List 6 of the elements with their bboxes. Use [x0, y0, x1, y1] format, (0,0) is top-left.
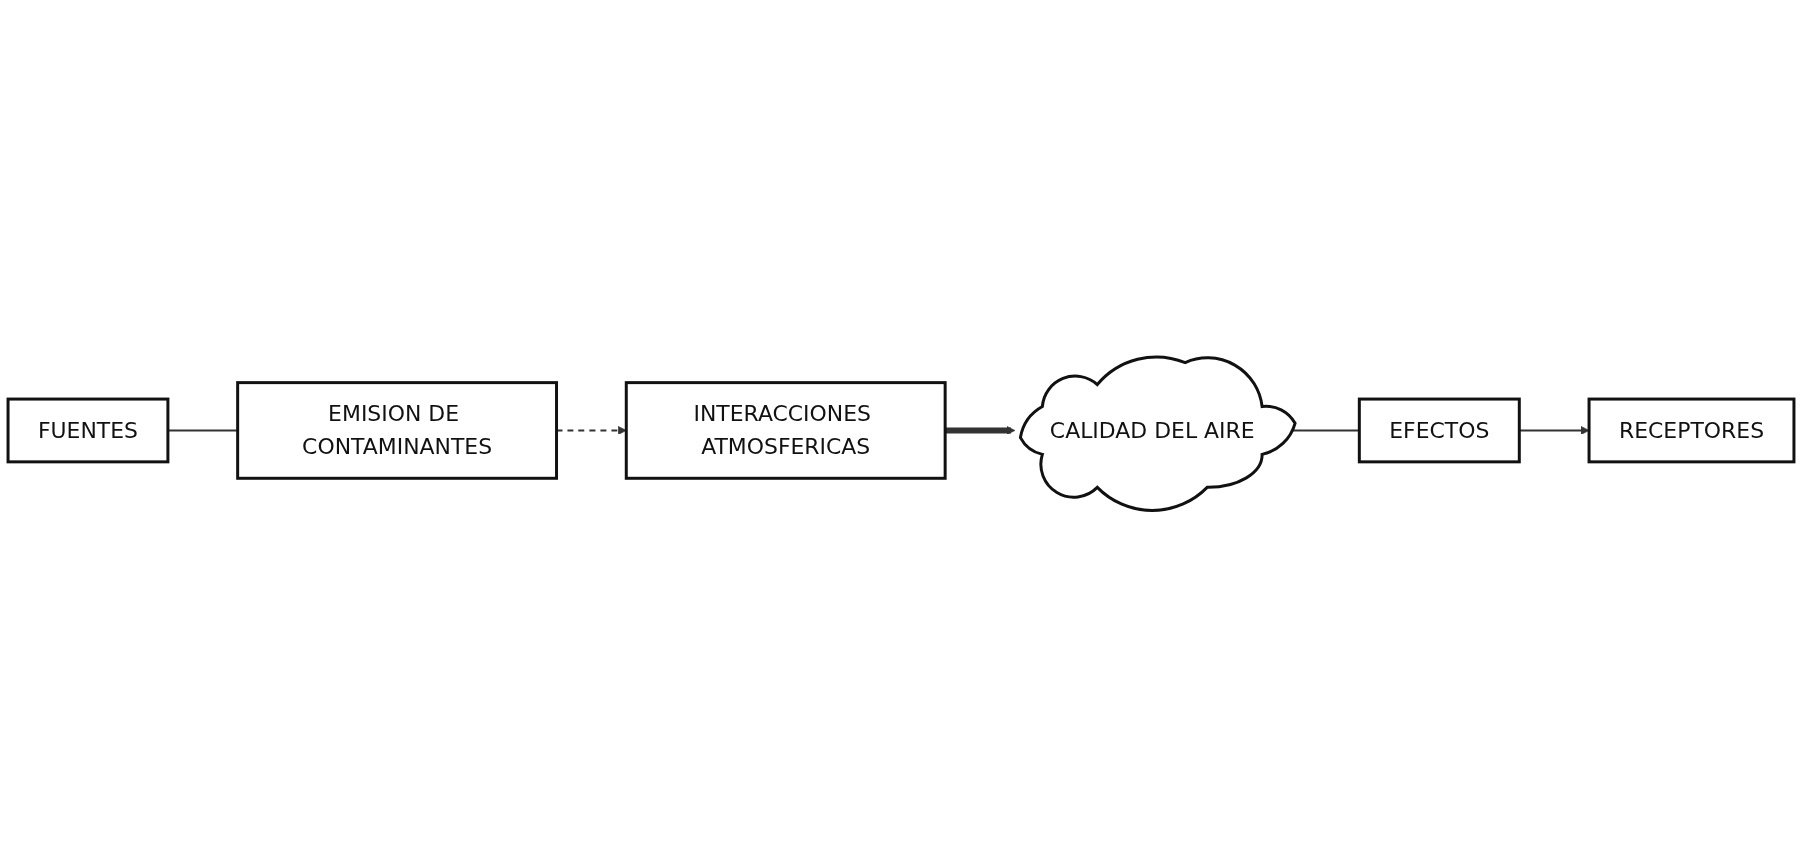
node-box: EFECTOS: [1357, 397, 1521, 464]
node-box: INTERACCIONES ATMOSFERICAS: [624, 381, 947, 481]
node-box: EMISION DE CONTAMINANTES: [236, 381, 558, 481]
node-box: RECEPTORES: [1587, 397, 1796, 464]
arrow: [945, 426, 1016, 436]
node-box: FUENTES: [6, 397, 170, 464]
